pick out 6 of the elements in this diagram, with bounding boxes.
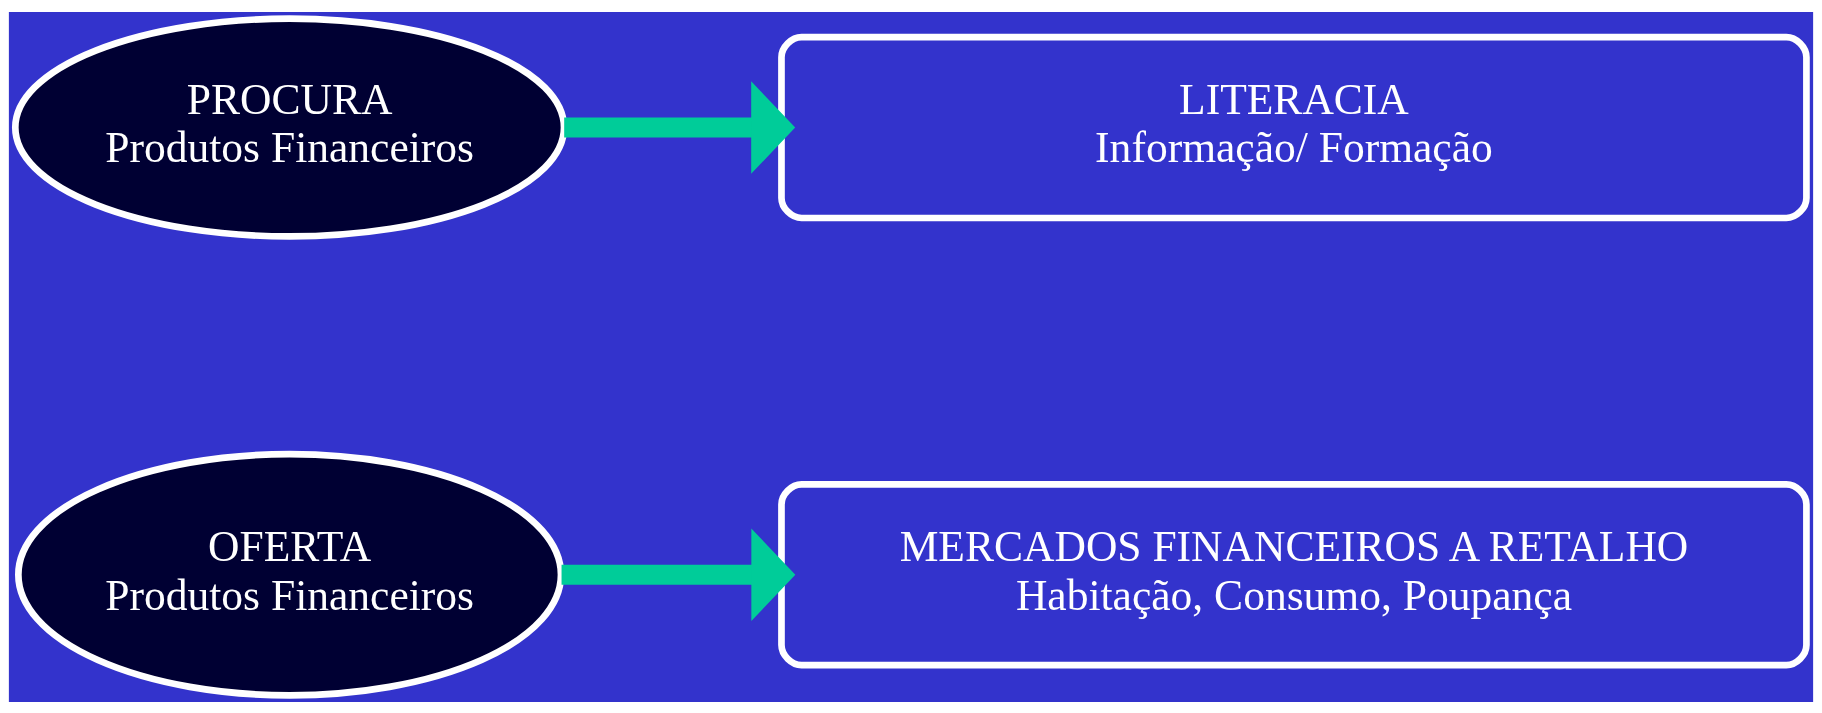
node-ellipse: PROCURA Produtos Financeiros [11,14,568,240]
node-box: MERCADOS FINANCEIROS A RETALHO Habitação, Consumo, Poupança [778,480,1810,668]
arrow [564,80,796,174]
arrow [561,528,796,621]
node-box: LITERACIA Informação/ Formação [778,33,1810,221]
node-ellipse: OFERTA Produtos Financeiros [15,450,565,699]
